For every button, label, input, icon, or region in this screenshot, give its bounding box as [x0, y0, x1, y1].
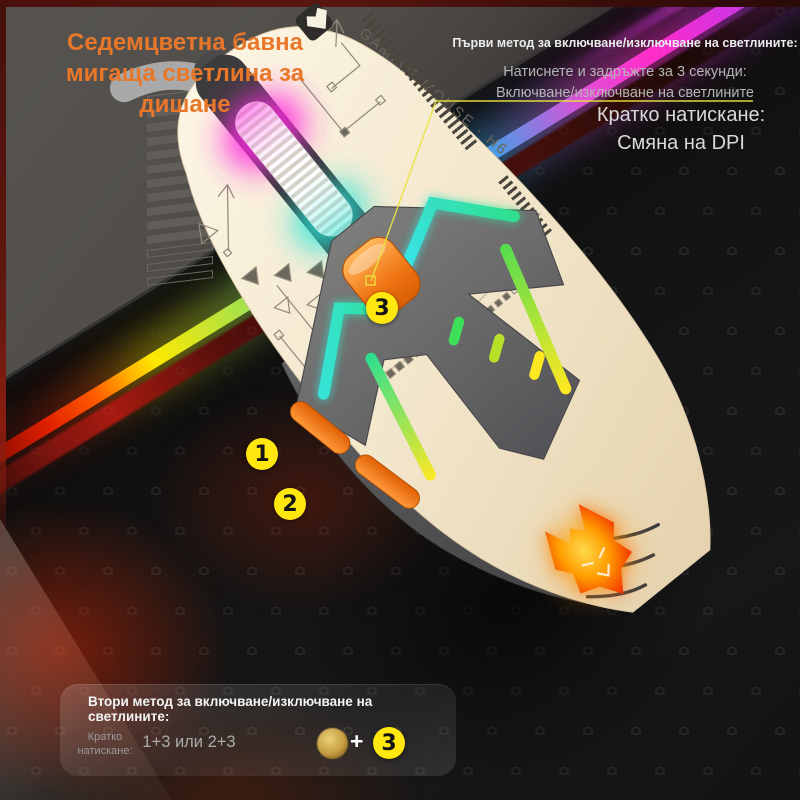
top-red-edge [0, 0, 800, 7]
plus-sign: + [350, 728, 364, 754]
fox-logo-icon [544, 504, 632, 594]
callout-number-3-label: 3 [374, 295, 390, 321]
short-press-line2: Смяна на DPI [617, 132, 745, 155]
callout-number-2-label: 2 [282, 491, 298, 517]
side-button-back [354, 454, 420, 509]
second-method-press-label: Кратко натискане: [68, 730, 142, 759]
side-button-forward [289, 401, 351, 455]
hold-instruction-line1: Натиснете и задръжте за 3 секунди: [503, 64, 747, 80]
scroll-wheel-tint [235, 101, 353, 236]
left-red-edge [0, 5, 6, 545]
callout-number-2: 2 [274, 488, 306, 520]
short-press-line1: Кратко натискане: [596, 104, 766, 126]
panel-badge-label: 3 [381, 730, 397, 756]
callout-number-1: 1 [246, 438, 278, 470]
panel-number-3-badge: 3 [373, 727, 405, 759]
press-label-line1: Кратко [87, 731, 123, 743]
press-label-line2: натискане: [77, 745, 133, 758]
feature-headline: Седемцветна бавна мигаща светлина за диш… [65, 29, 305, 119]
button-combo-text: 1+3 или 2+3 [142, 733, 236, 751]
hold-instruction-line2: Включване/изключване на светлините [496, 84, 754, 101]
press-indicator-icon [317, 728, 348, 759]
first-method-hold-instruction: Натиснете и задръжте за 3 секунди: Включ… [470, 62, 780, 103]
first-method-short-press: Кратко натискане: Смяна на DPI [531, 101, 800, 158]
brand-fox-mark-icon [306, 7, 327, 29]
second-method-title: Втори метод за включване/изключване на с… [88, 694, 373, 724]
first-method-title: Първи метод за включване/изключване на с… [452, 36, 798, 50]
callout-number-1-label: 1 [254, 441, 270, 467]
callout-number-3: 3 [366, 292, 398, 324]
